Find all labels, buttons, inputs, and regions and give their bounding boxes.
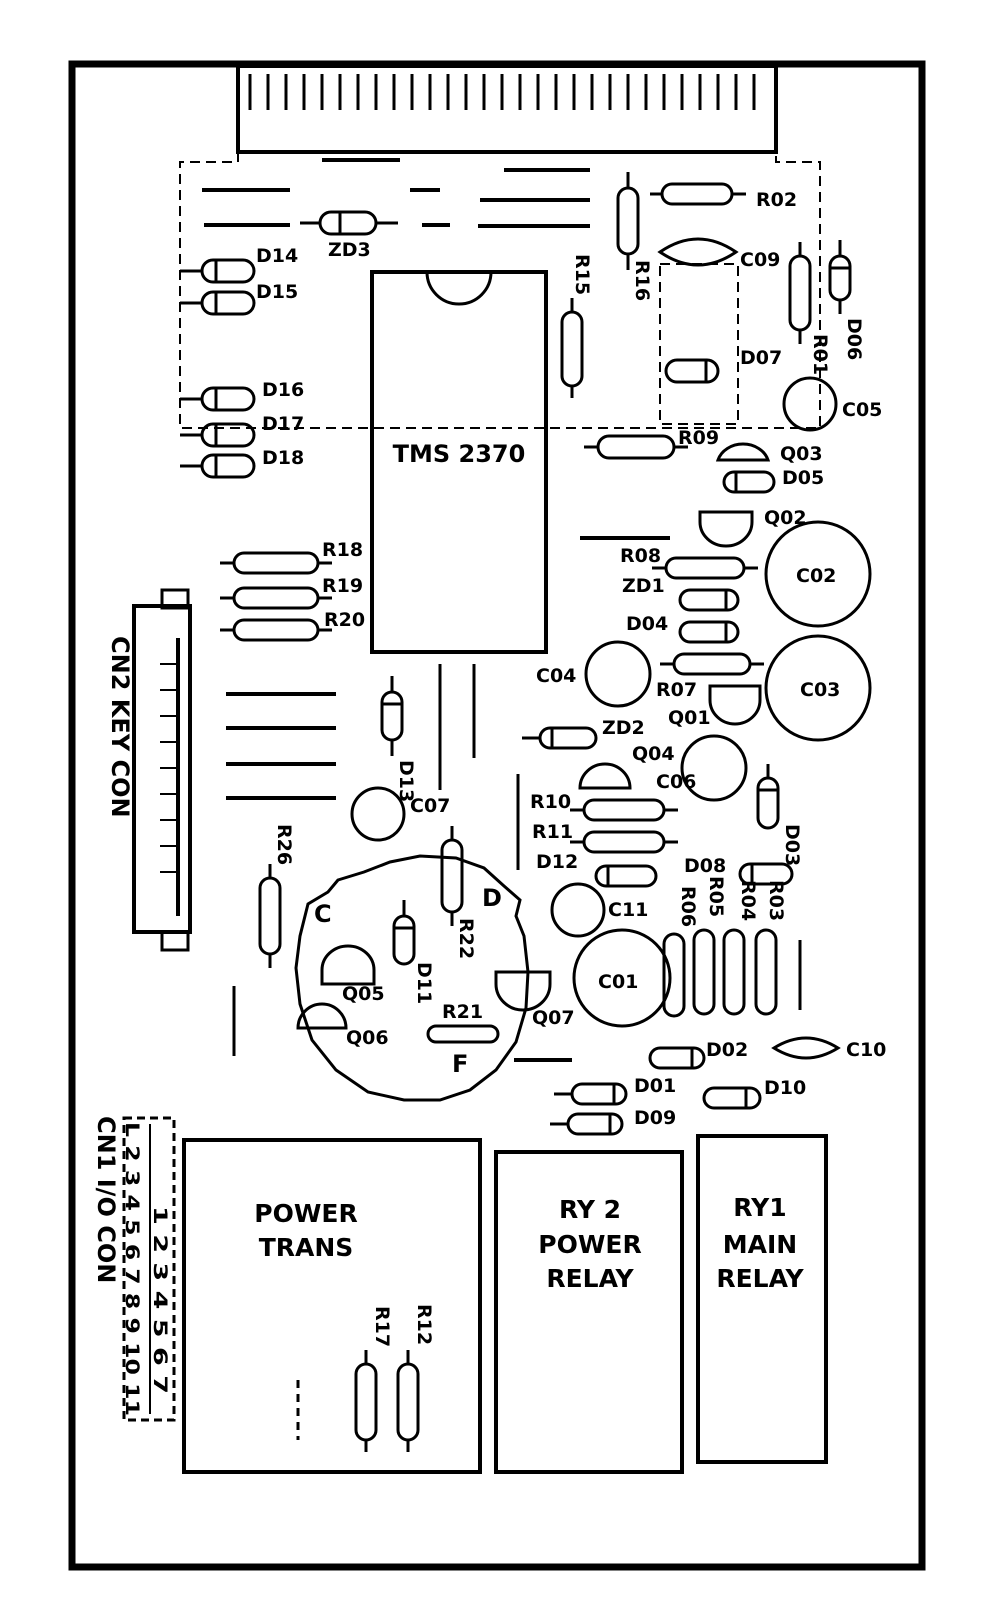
label-q05: Q05 (342, 983, 385, 1005)
label-zd1: ZD1 (622, 575, 665, 597)
label-d02: D02 (706, 1039, 748, 1061)
label-d12: D12 (536, 851, 578, 873)
label-d10: D10 (764, 1077, 806, 1099)
transistors (296, 442, 771, 1030)
label-r15: R15 (571, 254, 593, 295)
ry2-power-relay-block: RY 2 POWER RELAY (494, 1150, 684, 1474)
label-c10: C10 (846, 1039, 886, 1061)
cn1-pins-row-2: L 2 3 4 5 6 7 8 9 10 11 (121, 1122, 143, 1416)
label-r22: R22 (455, 918, 477, 959)
ry1-line-2: MAIN (723, 1230, 797, 1259)
label-r21: R21 (442, 1001, 483, 1023)
ry2-line-1: RY 2 (559, 1195, 621, 1224)
label-r16: R16 (631, 260, 653, 301)
label-r19: R19 (322, 575, 363, 597)
edge-connector (236, 64, 778, 154)
label-r06: R06 (677, 886, 699, 927)
label-d01: D01 (634, 1075, 676, 1097)
label-q07: Q07 (532, 1007, 575, 1029)
label-c05: C05 (842, 399, 882, 421)
label-r17: R17 (371, 1306, 393, 1347)
label-r18: R18 (322, 539, 363, 561)
label-d07: D07 (740, 347, 782, 369)
label-zd2: ZD2 (602, 717, 645, 739)
diodes (180, 210, 852, 1136)
bus-traces (202, 158, 670, 1062)
cn1-label: CN1 I/O CON (92, 1116, 120, 1283)
label-d11: D11 (413, 962, 435, 1004)
label-r04: R04 (737, 880, 759, 921)
label-r08: R08 (620, 545, 661, 567)
label-r03: R03 (765, 880, 787, 921)
label-d09: D09 (634, 1107, 676, 1129)
label-d13: D13 (395, 760, 417, 802)
cn2-key-connector (132, 588, 192, 952)
label-r09: R09 (678, 427, 719, 449)
label-c09: C09 (740, 249, 780, 271)
label-r10: R10 (530, 791, 571, 813)
power-trans-line-1: POWER (254, 1199, 357, 1228)
label-zd3: ZD3 (328, 239, 371, 261)
label-d18: D18 (262, 447, 304, 469)
label-c11: C11 (608, 899, 648, 921)
label-d04: D04 (626, 613, 668, 635)
label-d: D (482, 884, 502, 912)
ry2-line-2: POWER (538, 1230, 641, 1259)
power-trans-block: POWER TRANS (182, 1138, 482, 1474)
label-d06: D06 (843, 318, 865, 360)
label-q06: Q06 (346, 1027, 389, 1049)
vertical-traces (232, 664, 802, 1440)
label-r02: R02 (756, 189, 797, 211)
component-labels: R02 C09 R01 D06 R16 ZD3 D14 D15 R15 D07 … (256, 189, 886, 1347)
label-q04: Q04 (632, 743, 675, 765)
ry1-line-3: RELAY (716, 1264, 804, 1293)
ry1-main-relay-block: RY1 MAIN RELAY (696, 1134, 828, 1464)
label-c03: C03 (800, 679, 840, 701)
tms2370-chip: TMS 2370 (370, 270, 548, 654)
power-trans-line-2: TRANS (259, 1233, 354, 1262)
label-d16: D16 (262, 379, 304, 401)
label-f: F (452, 1050, 468, 1078)
cn1-pins-row-1: 1 2 3 4 5 6 7 (149, 1206, 171, 1394)
label-c: C (314, 900, 332, 928)
label-d08: D08 (684, 855, 726, 877)
label-d03: D03 (781, 824, 803, 866)
label-d05: D05 (782, 467, 824, 489)
label-c01: C01 (598, 971, 638, 993)
label-r05: R05 (705, 876, 727, 917)
resistors (220, 172, 812, 1452)
capacitors (350, 237, 872, 1060)
label-r11: R11 (532, 821, 573, 843)
label-q03: Q03 (780, 443, 823, 465)
label-c02: C02 (796, 565, 836, 587)
label-d15: D15 (256, 281, 298, 303)
label-q02: Q02 (764, 507, 807, 529)
label-c04: C04 (536, 665, 576, 687)
ry1-line-1: RY1 (733, 1193, 786, 1222)
cn1-io-connector (122, 1116, 176, 1422)
label-d14: D14 (256, 245, 298, 267)
ry2-line-3: RELAY (546, 1264, 634, 1293)
label-r01: R01 (809, 334, 831, 375)
label-d17: D17 (262, 413, 304, 435)
label-r20: R20 (324, 609, 365, 631)
label-c07: C07 (410, 795, 450, 817)
cn2-label: CN2 KEY CON (106, 636, 134, 818)
label-r12: R12 (413, 1304, 435, 1345)
label-q01: Q01 (668, 707, 711, 729)
label-r26: R26 (273, 824, 295, 865)
label-r07: R07 (656, 679, 697, 701)
label-c06: C06 (656, 771, 696, 793)
chip-label: TMS 2370 (393, 440, 526, 468)
